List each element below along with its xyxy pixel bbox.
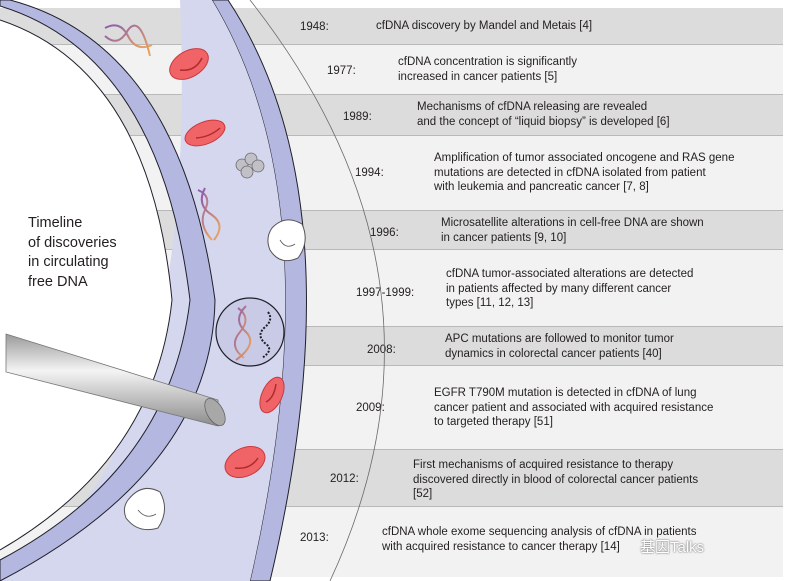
timeline-description: Amplification of tumor associated oncoge… [434, 152, 735, 193]
protein-icon [235, 152, 265, 179]
timeline-description: cfDNA concentration is significantly inc… [398, 56, 577, 83]
white-blood-cell [123, 219, 306, 531]
figure-title: Timeline of discoveries in circulating f… [28, 215, 117, 290]
watermark: 基因Talks [640, 539, 705, 556]
tumor-cell-icon [215, 297, 285, 367]
timeline-description: Microsatellite alterations in cell-free … [441, 217, 704, 244]
timeline-year: 2009: [356, 402, 385, 414]
timeline-year: 1989: [343, 111, 372, 123]
timeline-year: 1948: [300, 21, 329, 33]
timeline-year: 1994: [355, 167, 384, 179]
timeline-year: 1977: [327, 65, 356, 77]
needle-icon [5, 333, 226, 427]
timeline-year: 1996: [370, 227, 399, 239]
timeline-description: Mechanisms of cfDNA releasing are reveal… [417, 101, 670, 128]
timeline-year: 2013: [300, 532, 329, 544]
vessel-lumen [0, 0, 286, 581]
timeline-description: APC mutations are followed to monitor tu… [445, 333, 674, 360]
timeline-description: cfDNA tumor-associated alterations are d… [446, 268, 694, 309]
timeline-year: 2012: [330, 473, 359, 485]
timeline-curve [249, 0, 385, 581]
timeline-description: cfDNA discovery by Mandel and Metais [4] [376, 20, 593, 32]
timeline-description: EGFR T790M mutation is detected in cfDNA… [434, 387, 714, 428]
timeline-description: First mechanisms of acquired resistance … [413, 459, 699, 500]
dna-helix-icon [104, 24, 221, 241]
timeline-row-1989: 1989: Mechanisms of cfDNA releasing are … [0, 95, 783, 136]
vessel-inner-wall [0, 0, 216, 581]
timeline-description: cfDNA whole exome sequencing analysis of… [382, 526, 697, 553]
timeline-year: 2008: [367, 344, 396, 356]
timeline-year: 1997-1999: [356, 287, 415, 299]
